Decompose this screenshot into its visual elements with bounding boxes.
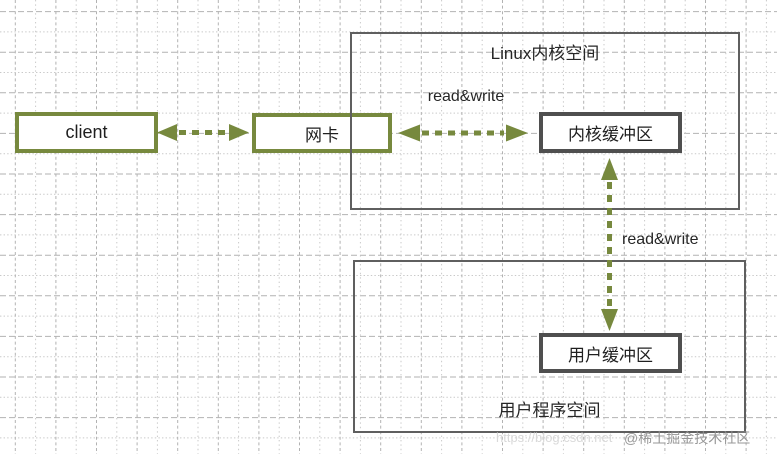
arrowhead-left-icon [157,124,177,141]
arrow-client-nic [157,124,249,141]
user-buffer-node: 用户缓冲区 [539,333,682,373]
kernel-space-container: Linux内核空间 [350,32,740,210]
watermark-url: https://blog.csdn.net [496,430,613,445]
kernel-buffer-node-label: 内核缓冲区 [568,125,653,144]
edge-label-read-write-2: read&write [622,231,699,248]
client-node: client [15,112,158,153]
user-space-container: 用户程序空间 [353,260,746,433]
user-buffer-node-label: 用户缓冲区 [568,345,653,365]
client-node-label: client [65,122,108,142]
nic-node-label: 网卡 [305,125,339,145]
edge-label-read-write-1: read&write [427,88,505,105]
kernel-space-title: Linux内核空间 [490,44,600,63]
user-space-title: 用户程序空间 [498,401,601,420]
arrowhead-right-icon [229,124,249,141]
watermark-site: @稀土掘金技术社区 [624,430,751,446]
kernel-buffer-node: 内核缓冲区 [539,112,682,153]
